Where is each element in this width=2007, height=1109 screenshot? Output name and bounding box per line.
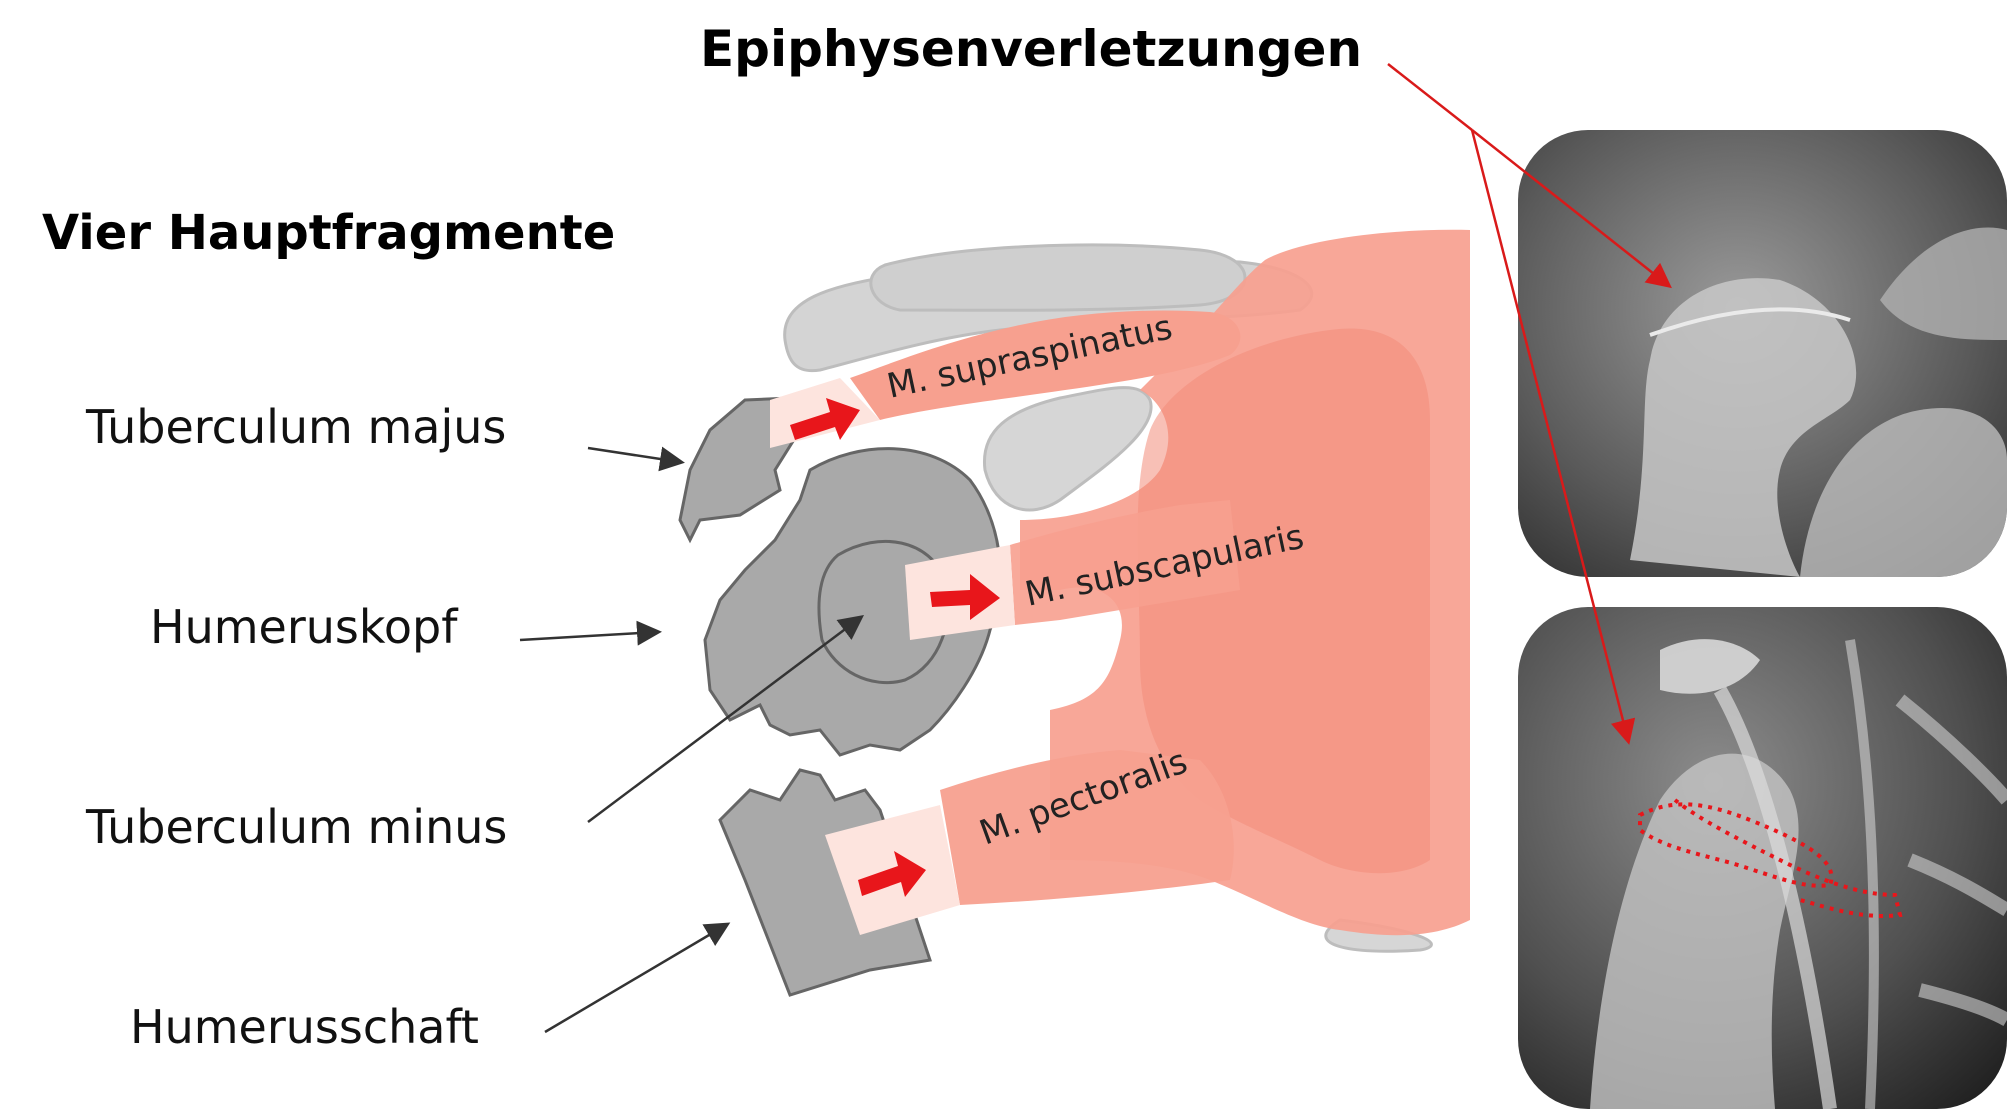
pull-arrows — [790, 398, 1000, 897]
title-vier-hauptfragmente: Vier Hauptfragmente — [42, 205, 616, 261]
pectoralis-pull-arrow — [858, 851, 926, 897]
label-tuberculum-minus: Tuberculum minus — [86, 800, 508, 854]
subscapularis-pull-arrow — [930, 574, 1000, 620]
pointer-segment — [1387, 63, 1473, 131]
title-epiphysenverletzungen: Epiphysenverletzungen — [700, 20, 1363, 78]
label-humerusschaft: Humerusschaft — [130, 1000, 479, 1054]
scapula-outline — [783, 243, 1433, 953]
xray-top — [1518, 130, 2007, 577]
xray-pointers — [1387, 63, 1672, 745]
label-tuberculum-majus: Tuberculum majus — [86, 400, 507, 454]
annotation-arrows — [519, 446, 864, 1034]
arrow-tuberculum-minus — [587, 615, 864, 823]
label-humeruskopf: Humeruskopf — [150, 600, 458, 654]
pectoralis-muscle — [940, 750, 1234, 905]
arrow-tuberculum-majus — [587, 446, 685, 472]
xray-bottom — [1518, 607, 2007, 1109]
pointer-bottom-xray — [1470, 129, 1636, 745]
arrow-humerusschaft — [544, 922, 731, 1034]
supraspinatus-pull-arrow — [790, 398, 860, 440]
tuberculum-minus-fragment — [817, 539, 950, 685]
pointer-top-xray — [1471, 129, 1672, 289]
arrow-humeruskopf — [519, 620, 662, 646]
subscapularis-muscle — [1010, 500, 1240, 625]
supraspinatus-muscle — [850, 310, 1241, 420]
